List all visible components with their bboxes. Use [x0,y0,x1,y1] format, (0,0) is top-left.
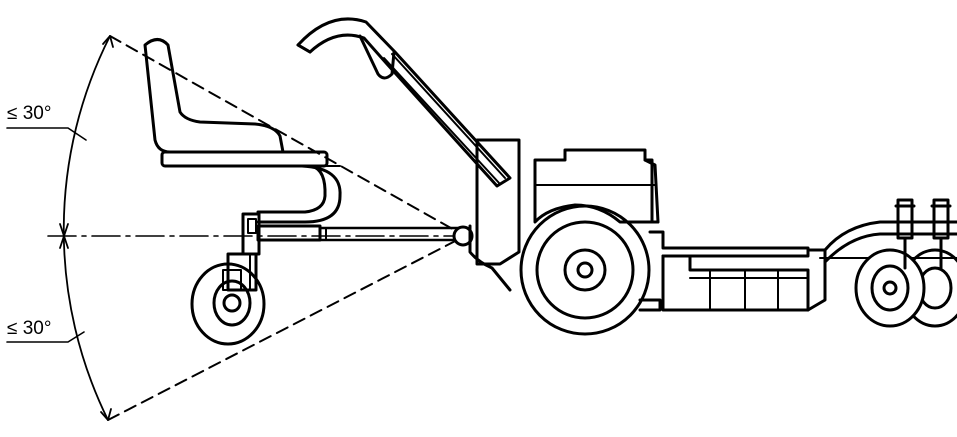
deck-front-arm [823,220,957,264]
front-wheel-front-hub [882,280,898,296]
caster-axle-cover [222,269,242,291]
angle-arc [62,35,111,421]
handlebar-inner-tube-2 [383,57,501,185]
handle-mount-bracket [475,138,521,266]
drive-wheel-rim [535,220,635,320]
arc-arrowhead-mid-down [59,235,69,249]
arc-arrowhead-top [102,35,114,48]
tow-hitch-ball [452,225,474,247]
tow-bar-rear [256,224,322,242]
drive-wheel-hub-inner [576,261,594,279]
upper-limit-dashed-line [109,35,466,237]
upper-angle-label: ≤ 30° [7,103,52,124]
drive-wheel [519,204,651,336]
tow-bar-front [318,226,460,242]
front-wheel-front-tire [854,248,926,328]
deck-front-plate [806,248,827,312]
lower-label-leader [6,331,85,343]
front-wheel-fork [903,236,943,270]
mowing-deck [638,220,957,312]
deck-upper-plate [648,230,810,258]
handlebar-grip-end [296,43,312,54]
caster-rim [212,279,252,327]
upper-label-leader [6,127,87,141]
caster-hub [222,293,242,313]
drive-wheel-tire [519,204,651,336]
front-support-wheels [854,198,957,328]
handlebar-inner-tube [391,53,506,179]
handlebar-outer [296,17,512,188]
seat-cushion [160,150,329,168]
tow-bar [256,224,474,247]
deck-skid [638,298,662,312]
seat-support-tube [256,164,342,224]
deck-main [661,254,810,312]
seat-back [143,38,285,154]
pivot-cap [247,218,257,234]
front-wheel-front-rim [870,264,910,312]
handlebar-assembly [296,17,512,188]
caster-wheel [190,262,266,346]
caster-tire [190,262,266,346]
lower-angle-label: ≤ 30° [7,318,52,339]
drive-wheel-hub-outer [563,248,607,292]
sulky-seat-assembly [143,38,342,292]
arc-arrowhead-bottom [100,408,112,421]
lower-limit-dashed-line [107,235,466,421]
lower-frame [468,224,512,292]
engine-side-fin [643,158,654,224]
handlebar-control-lever [358,34,396,80]
